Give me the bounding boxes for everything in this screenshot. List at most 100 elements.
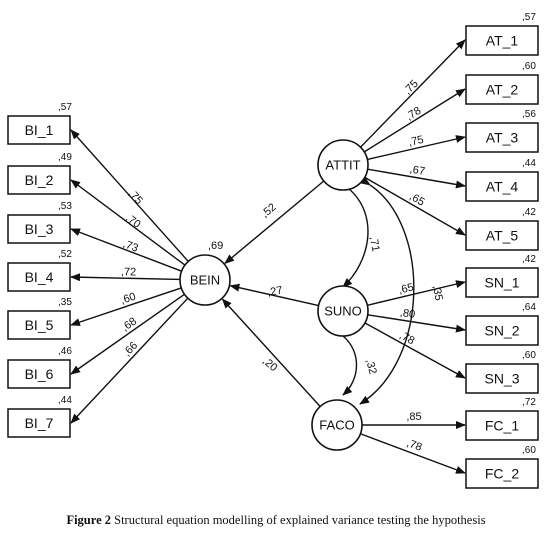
box-bi_5: BI_5 [7,310,71,340]
box-fc_2-r2: ,60 [522,445,536,456]
loading-arrow-bi_1 [70,129,189,262]
box-bi_6: BI_6 [7,359,71,389]
box-at_3-r2: ,56 [522,109,536,120]
svg-text:SUNO: SUNO [324,304,362,319]
svg-text:SN_2: SN_2 [484,323,519,339]
svg-text:AT_3: AT_3 [486,130,519,146]
loading-bi_7: ,66 [121,340,140,359]
box-bi_6-r2: ,46 [58,346,72,357]
loading-arrow-bi_2 [70,179,186,266]
box-bi_1-r2: ,57 [58,102,72,113]
corr-attit-suno [338,179,369,288]
sem-diagram: BEIN ,69 ATTIT SUNO FACO BI_1,57,75BI_2,… [7,12,539,489]
svg-text:BI_7: BI_7 [25,415,54,431]
box-at_2: AT_2 [465,74,539,105]
loading-bi_3: ,73 [121,238,140,255]
loading-at_2: ,78 [404,105,423,123]
loading-bi_5: ,60 [119,291,137,307]
loading-arrow-sn_1 [367,280,466,306]
latent-bein: BEIN [179,254,231,306]
svg-text:BEIN: BEIN [190,273,220,288]
latent-faco: FACO [311,399,363,451]
loading-at_3: ,75 [407,134,425,149]
loading-arrow-sn_3 [364,322,466,379]
figure-caption: Figure 2 Structural equation modelling o… [0,513,552,528]
box-bi_3-r2: ,53 [58,201,72,212]
svg-text:ATTIT: ATTIT [325,158,360,173]
box-fc_2: FC_2 [465,458,539,489]
svg-text:FC_2: FC_2 [485,466,519,482]
loading-fc_1: ,85 [406,411,421,423]
svg-text:SN_1: SN_1 [484,275,519,291]
box-bi_2: BI_2 [7,165,71,195]
loading-arrow-at_5 [364,176,466,236]
corr-attit-suno-label: ,71 [367,235,381,252]
box-at_3: AT_3 [465,122,539,153]
path-suno-bein-label: ,27 [266,284,283,298]
svg-text:AT_5: AT_5 [486,228,519,244]
loading-arrow-bi_3 [70,228,182,272]
box-sn_3: SN_3 [465,363,539,394]
box-bi_3: BI_3 [7,214,71,244]
loading-at_4: ,67 [409,163,426,177]
box-at_2-r2: ,60 [522,61,536,72]
loading-bi_6: ,68 [120,315,139,334]
box-bi_2-r2: ,49 [58,152,72,163]
path-faco-bein [221,298,321,407]
loading-at_5: ,65 [407,191,426,209]
corr-suno-faco-label: ,32 [363,358,379,376]
box-at_1-r2: ,57 [522,12,536,23]
path-suno-bein [229,283,319,307]
loading-sn_1: ,65 [397,281,415,296]
loading-arrow-bi_6 [70,293,185,375]
svg-text:SN_3: SN_3 [484,371,519,387]
box-at_4: AT_4 [465,171,539,202]
svg-text:AT_1: AT_1 [486,33,519,49]
box-bi_7-r2: ,44 [58,395,72,406]
box-fc_1-r2: ,72 [522,397,536,408]
loading-arrow-bi_7 [70,297,189,424]
box-bi_7: BI_7 [7,408,71,438]
svg-text:BI_1: BI_1 [25,122,54,138]
loading-arrow-fc_2 [360,433,466,474]
loading-bi_2: ,70 [123,212,142,231]
loading-sn_3: ,78 [397,329,416,347]
loading-arrow-bi_4 [70,273,181,282]
box-sn_2-r2: ,64 [522,302,536,313]
loading-arrow-at_4 [367,168,466,189]
svg-text:AT_4: AT_4 [486,179,519,195]
loading-bi_1: ,75 [126,188,145,207]
latent-suno: SUNO [317,285,369,337]
svg-text:BI_2: BI_2 [25,172,54,188]
box-sn_1-r2: ,42 [522,254,536,265]
box-bi_4-r2: ,52 [58,249,72,260]
svg-text:AT_2: AT_2 [486,82,519,98]
box-sn_1: SN_1 [465,267,539,298]
path-attit-bein [224,180,325,264]
bein-r2: ,69 [208,240,223,252]
corr-suno-faco [333,327,358,396]
loading-fc_2: ,78 [405,437,424,454]
svg-text:BI_4: BI_4 [25,269,54,285]
box-sn_3-r2: ,60 [522,350,536,361]
path-attit-bein-label: ,52 [259,201,278,220]
box-at_4-r2: ,44 [522,158,536,169]
loading-sn_2: ,80 [399,307,416,321]
svg-text:FC_1: FC_1 [485,418,519,434]
caption-text: Structural equation modelling of explain… [111,513,486,527]
loading-arrow-at_2 [363,88,466,153]
box-fc_1: FC_1 [465,410,539,441]
loading-arrow-sn_2 [367,314,466,333]
corr-attit-faco-label: ,35 [430,284,444,301]
svg-text:FACO: FACO [319,418,354,433]
box-sn_2: SN_2 [465,315,539,346]
box-at_5: AT_5 [465,220,539,251]
loading-bi_4: ,72 [121,266,137,278]
latent-attit: ATTIT [317,139,369,191]
loading-arrow-at_3 [367,135,466,161]
svg-text:BI_3: BI_3 [25,221,54,237]
loading-arrow-bi_5 [70,287,182,326]
box-bi_4: BI_4 [7,262,71,292]
box-bi_5-r2: ,35 [58,297,72,308]
caption-label: Figure 2 [66,513,111,527]
